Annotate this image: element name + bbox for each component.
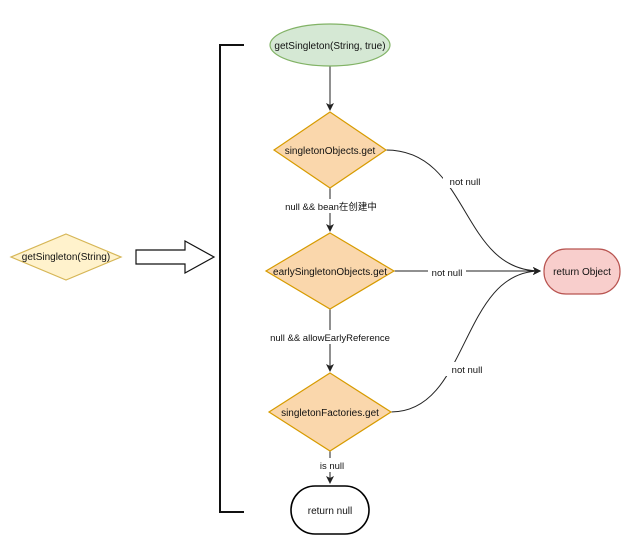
decision-singleton-objects-label: singletonObjects.get (285, 146, 376, 157)
label-bg-is-null (316, 458, 350, 472)
return-null-node[interactable] (290, 485, 370, 535)
decision-singleton-objects[interactable] (272, 111, 388, 189)
decision-singleton-factories-label: singletonFactories.get (281, 408, 379, 419)
start-node-label: getSingleton(String, true) (274, 41, 385, 52)
edge-label-null-and-creating: null && bean在创建中 (285, 201, 377, 213)
edge-label-null-and-allow-early: null && allowEarlyReference (270, 333, 390, 344)
start-node[interactable] (269, 23, 391, 67)
expand-arrow (135, 239, 216, 275)
decision-early-singleton-objects-label: earlySingletonObjects.get (273, 267, 387, 278)
label-bg-null-and-allow-early (267, 330, 393, 344)
return-object-node[interactable] (543, 248, 621, 295)
label-bg-not-null-1 (443, 174, 487, 188)
edge-label-not-null-3: not null (452, 365, 483, 376)
edge-label-not-null-1: not null (450, 177, 481, 188)
return-null-label: return null (308, 506, 352, 517)
label-bg-not-null-2 (428, 265, 466, 279)
edge-label-not-null-2: not null (432, 268, 463, 279)
label-bg-not-null-3 (446, 362, 488, 376)
edge-factories-to-return-object (390, 267, 541, 413)
label-bg-null-and-creating (280, 199, 384, 213)
group-bracket (219, 44, 244, 513)
entry-node[interactable] (9, 233, 123, 281)
decision-early-singleton-objects[interactable] (264, 232, 396, 310)
entry-node-label: getSingleton(String) (22, 252, 110, 263)
edge-singleton-objects-to-return-object (385, 149, 541, 275)
edge-label-is-null: is null (320, 461, 344, 472)
decision-singleton-factories[interactable] (267, 372, 393, 452)
return-object-label: return Object (553, 267, 611, 278)
